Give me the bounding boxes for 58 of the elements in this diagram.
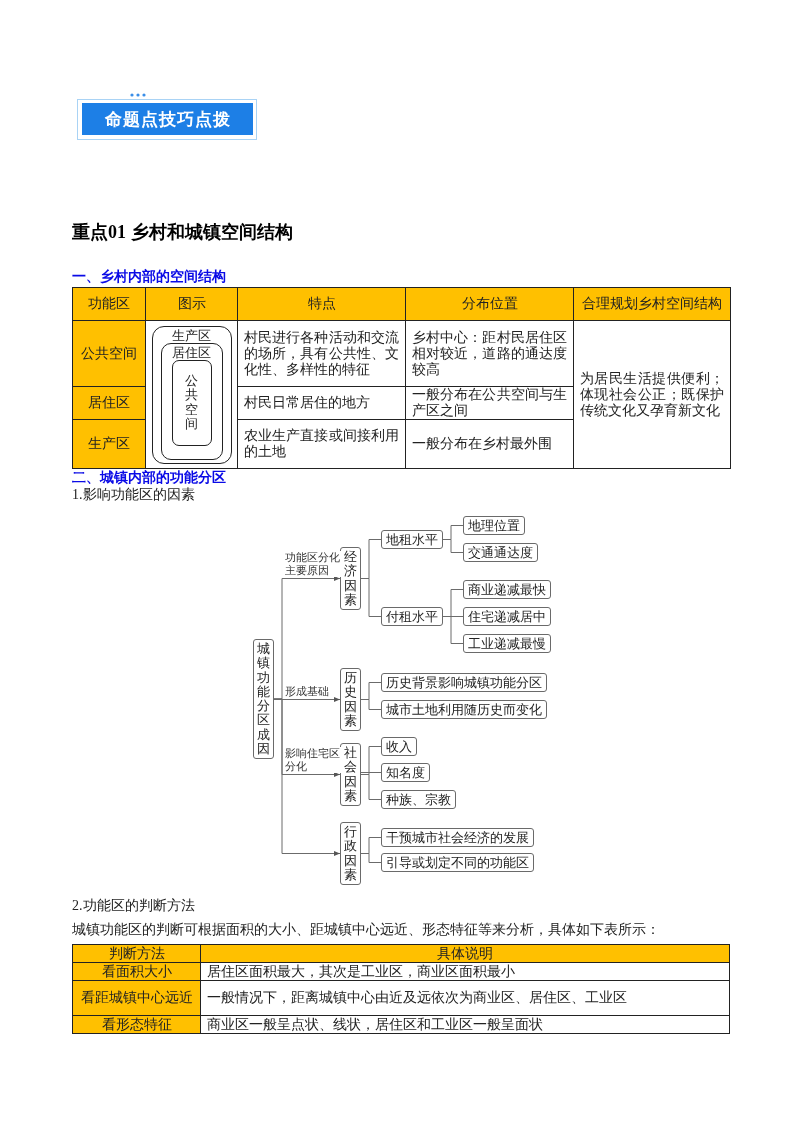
table-row-header: 生产区 bbox=[72, 419, 146, 469]
item-box: 付租水平 bbox=[381, 607, 443, 626]
edge-label: 功能区分化主要原因 bbox=[285, 550, 342, 577]
item-box: 干预城市社会经济的发展 bbox=[381, 828, 534, 847]
zone-label: 生产区 bbox=[172, 326, 211, 343]
zone-frame bbox=[160, 342, 223, 460]
root-box: 城镇功能分区成因 bbox=[253, 639, 274, 760]
table-header-cell: 具体说明 bbox=[200, 944, 730, 963]
table-cell: 村民日常居住的地方 bbox=[237, 386, 406, 420]
item-box: 地理位置 bbox=[463, 516, 525, 535]
category-box: 经济因素 bbox=[340, 547, 361, 611]
table-header-cell: 合理规划乡村空间结构 bbox=[573, 287, 731, 321]
connector-arrow bbox=[273, 698, 341, 856]
table-cell: 一般分布在乡村最外围 bbox=[405, 419, 574, 469]
connector-line bbox=[360, 699, 382, 710]
table-cell: 为居民生活提供便利；体现社会公正；既保护传统文化又孕育新文化 bbox=[573, 320, 731, 469]
table-header-cell: 功能区 bbox=[72, 287, 146, 321]
table-header-cell: 特点 bbox=[237, 287, 406, 321]
page-title: 重点01 乡村和城镇空间结构 bbox=[72, 221, 293, 243]
table-header-cell: 分布位置 bbox=[405, 287, 574, 321]
zone-label: 居住区 bbox=[172, 343, 211, 360]
item-box: 商业递减最快 bbox=[463, 580, 551, 599]
table-row-header: 居住区 bbox=[72, 386, 146, 420]
category-box: 社会因素 bbox=[340, 743, 361, 807]
item-box: 收入 bbox=[381, 737, 417, 756]
section-heading: 一、乡村内部的空间结构 bbox=[72, 268, 226, 285]
category-box: 行政因素 bbox=[340, 822, 361, 886]
table-header-cell: 图示 bbox=[145, 287, 238, 321]
item-box: 知名度 bbox=[381, 763, 430, 782]
connector-line bbox=[360, 853, 382, 863]
table-cell: 村民进行各种活动和交流的场所，具有公共性、文化性、多样性的特征 bbox=[237, 320, 406, 387]
item-box: 引导或划定不同的功能区 bbox=[381, 853, 534, 872]
table-row-header: 公共空间 bbox=[72, 320, 146, 387]
zone-frame bbox=[151, 325, 232, 464]
subheading: 2.功能区的判断方法 bbox=[72, 897, 195, 914]
table-cell: 一般情况下，距离城镇中心由近及远依次为商业区、居住区、工业区 bbox=[200, 980, 730, 1016]
item-box: 城市土地利用随历史而变化 bbox=[381, 700, 547, 719]
table-cell: 农业生产直接或间接利用的土地 bbox=[237, 419, 406, 469]
item-box: 交通通达度 bbox=[463, 543, 538, 562]
edge-label: 影响住宅区分化 bbox=[285, 746, 342, 773]
edge-label: 形成基础 bbox=[285, 684, 329, 698]
table-cell: 一般分布在公共空间与生产区之间 bbox=[405, 386, 574, 420]
connector-line bbox=[442, 539, 464, 553]
zone-frame: 公共空间 bbox=[171, 359, 212, 446]
table-header-cell: 判断方法 bbox=[72, 944, 201, 963]
subheading: 1.影响功能区的因素 bbox=[72, 486, 195, 503]
section-heading: 二、城镇内部的功能分区 bbox=[72, 469, 226, 486]
item-box: 住宅递减居中 bbox=[463, 607, 551, 626]
item-box: 种族、宗教 bbox=[381, 790, 456, 809]
category-box: 历史因素 bbox=[340, 668, 361, 732]
item-box: 工业递减最慢 bbox=[463, 634, 551, 653]
item-box: 历史背景影响城镇功能分区 bbox=[381, 673, 547, 692]
connector-line bbox=[360, 772, 382, 773]
paragraph: 城镇功能区的判断可根据面积的大小、距城镇中心远近、形态特征等来分析，具体如下表所示： bbox=[72, 921, 660, 938]
banner-title: 命题点技巧点拨 bbox=[82, 103, 253, 135]
table-row-header: 看距城镇中心远近 bbox=[72, 980, 201, 1016]
table-cell: 乡村中心：距村民居住区相对较近，道路的通达度较高 bbox=[405, 320, 574, 387]
item-box: 地租水平 bbox=[381, 530, 443, 549]
